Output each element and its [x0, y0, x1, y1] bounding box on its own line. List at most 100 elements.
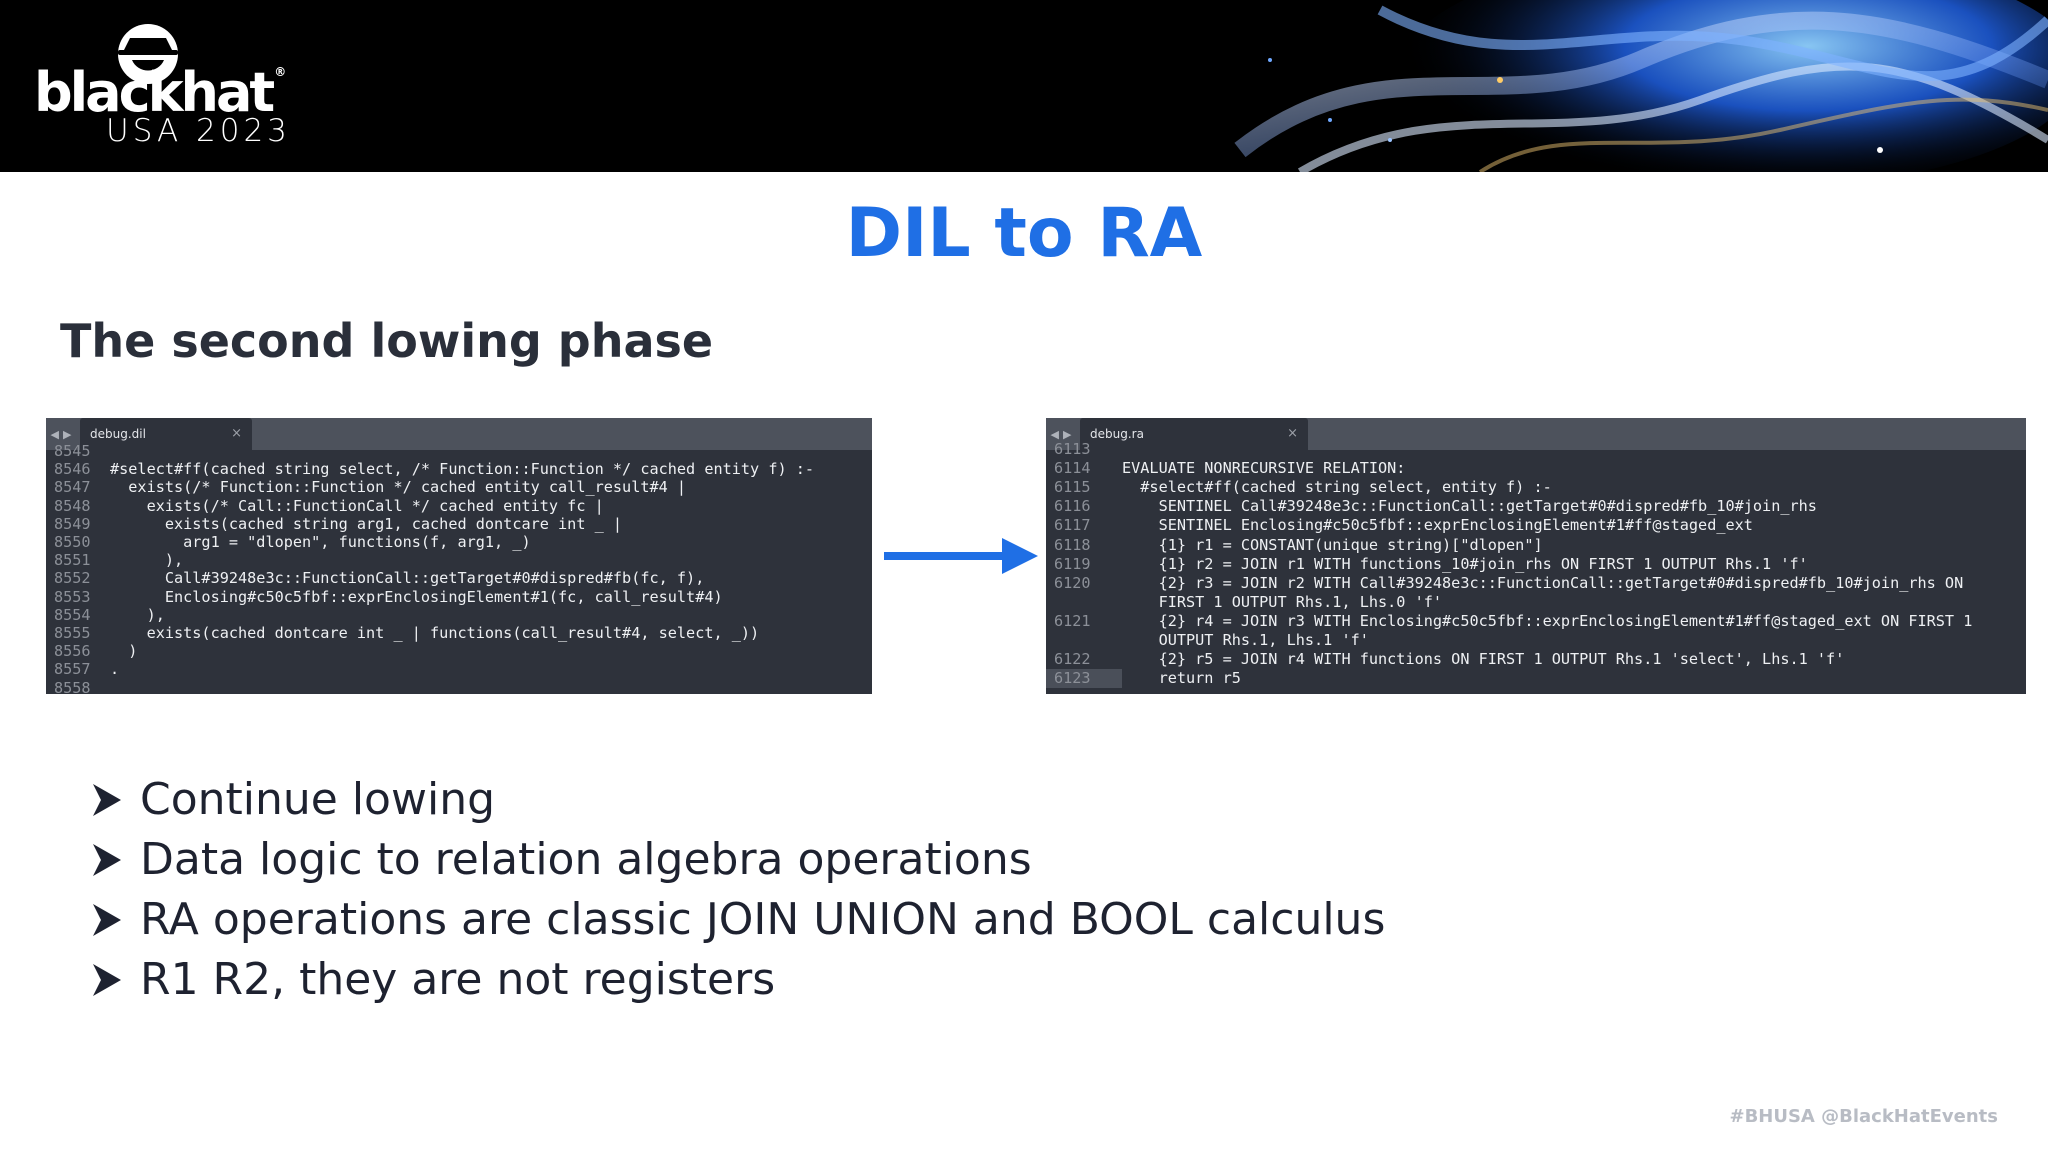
line-number: 8556 [54, 642, 91, 661]
code-line: 8557. [46, 660, 119, 679]
line-number: 6115 [1054, 478, 1091, 497]
code-text: . [110, 660, 120, 679]
bullet-text: R1 R2, they are not registers [140, 954, 776, 1005]
code-line: 8548 exists(/* Call::FunctionCall */ cac… [46, 497, 604, 516]
tab-label: debug.dil [90, 427, 146, 441]
code-line: 8552 Call#39248e3c::FunctionCall::getTar… [46, 569, 704, 588]
nav-right-icon[interactable]: ▶ [1063, 428, 1072, 441]
code-line: 6114 EVALUATE NONRECURSIVE RELATION: [1046, 459, 1405, 478]
code-line: 6123 return r5 [1046, 669, 1241, 689]
line-number: 6121 [1054, 611, 1091, 630]
code-line: 6117 SENTINEL Enclosing#c50c5fbf::exprEn… [1046, 516, 1753, 535]
tab-nav-arrows[interactable]: ◀▶ [1046, 424, 1076, 444]
logo-event: USA 2023 [106, 113, 291, 149]
code-text: ) [110, 642, 138, 661]
line-number: 8548 [54, 496, 91, 515]
code-text: OUTPUT Rhs.1, Lhs.1 'f' [1122, 631, 1369, 649]
abstract-smoke-art [1180, 0, 2048, 172]
close-icon[interactable]: × [1287, 426, 1298, 441]
nav-left-icon[interactable]: ◀ [1050, 428, 1059, 441]
line-number: 8554 [54, 605, 91, 624]
line-number: 8545 [54, 442, 91, 460]
code-line: 6119 {1} r2 = JOIN r1 WITH functions_10#… [1046, 555, 1808, 574]
line-number: 8557 [54, 660, 91, 679]
code-text: exists(cached string arg1, cached dontca… [110, 514, 623, 533]
line-number: 6118 [1054, 535, 1091, 554]
line-number: 8547 [54, 478, 91, 497]
code-line: 6113 [1046, 440, 1122, 459]
slide-subtitle: The second lowing phase [60, 314, 714, 368]
code-text: Enclosing#c50c5fbf::exprEnclosingElement… [110, 587, 723, 606]
hat-figure-icon [118, 24, 178, 84]
line-number: 8551 [54, 551, 91, 570]
line-number: 8553 [54, 587, 91, 606]
line-number: 8558 [54, 678, 91, 694]
line-number: 8550 [54, 533, 91, 551]
code-text: ), [110, 605, 165, 624]
arrowhead-bullet-icon [93, 844, 121, 876]
line-number: 6119 [1054, 554, 1091, 573]
code-line: 8553 Enclosing#c50c5fbf::exprEnclosingEl… [46, 588, 723, 607]
tab-nav-arrows[interactable]: ◀▶ [46, 424, 76, 444]
code-text: SENTINEL Call#39248e3c::FunctionCall::ge… [1122, 497, 1817, 516]
code-text: {1} r2 = JOIN r1 WITH functions_10#join_… [1122, 554, 1808, 573]
code-line: 8545 [46, 442, 110, 461]
line-number: 6116 [1054, 497, 1091, 516]
code-text: arg1 = "dlopen", functions(f, arg1, _) [110, 533, 531, 551]
tab-debug-ra[interactable]: debug.ra × [1080, 418, 1308, 450]
code-line: 8549 exists(cached string arg1, cached d… [46, 515, 622, 534]
code-text: {2} r5 = JOIN r4 WITH functions ON FIRST… [1122, 650, 1845, 669]
code-line: FIRST 1 OUTPUT Rhs.1, Lhs.0 'f' [1046, 593, 1442, 612]
code-line: OUTPUT Rhs.1, Lhs.1 'f' [1046, 631, 1369, 650]
line-number [1046, 593, 1122, 612]
code-line: 8546 #select#ff(cached string select, /* … [46, 460, 814, 479]
line-number: 8555 [54, 624, 91, 642]
code-line: 6121 {2} r4 = JOIN r3 WITH Enclosing#c50… [1046, 612, 1972, 631]
line-number: 8546 [54, 460, 91, 479]
code-line: 6120 {2} r3 = JOIN r2 WITH Call#39248e3c… [1046, 574, 1963, 593]
code-text: {2} r3 = JOIN r2 WITH Call#39248e3c::Fun… [1122, 573, 1964, 592]
bullet-text: Data logic to relation algebra operation… [140, 834, 1032, 885]
right-arrow-icon [884, 538, 1038, 574]
code-line: 6118 {1} r1 = CONSTANT(unique string)["d… [1046, 536, 1543, 555]
bullet-list: Continue lowing Data logic to relation a… [78, 770, 1385, 1010]
code-text: exists(/* Function::Function */ cached e… [110, 478, 687, 497]
bullet-item: Continue lowing [78, 770, 1385, 830]
bullet-text: Continue lowing [140, 774, 496, 825]
code-line: 8556 ) [46, 642, 137, 661]
line-number: 8549 [54, 514, 91, 533]
bullet-item: Data logic to relation algebra operation… [78, 830, 1385, 890]
code-text: FIRST 1 OUTPUT Rhs.1, Lhs.0 'f' [1122, 592, 1443, 611]
tab-debug-dil[interactable]: debug.dil × [80, 418, 252, 450]
footer-hashtags: #BHUSA @BlackHatEvents [1729, 1106, 1998, 1127]
code-line: 8550 arg1 = "dlopen", functions(f, arg1,… [46, 533, 531, 552]
code-line: 6116 SENTINEL Call#39248e3c::FunctionCal… [1046, 497, 1817, 516]
code-line: 6115 #select#ff(cached string select, en… [1046, 478, 1552, 497]
editor-tab-bar: ◀▶ debug.ra × [1046, 418, 2026, 450]
line-number: 6117 [1054, 516, 1091, 535]
line-number: 6120 [1054, 573, 1091, 592]
line-number: 6123 [1046, 669, 1122, 689]
line-number: 6122 [1054, 650, 1091, 669]
arrowhead-bullet-icon [93, 784, 121, 816]
header-banner: blackhat® USA 2023 [0, 0, 2048, 172]
code-text: return r5 [1122, 669, 1241, 688]
close-icon[interactable]: × [231, 426, 242, 441]
code-text: SENTINEL Enclosing#c50c5fbf::exprEnclosi… [1122, 516, 1753, 535]
code-text: exists(/* Call::FunctionCall */ cached e… [110, 496, 604, 515]
nav-left-icon[interactable]: ◀ [50, 428, 59, 441]
arrowhead-bullet-icon [93, 904, 121, 936]
code-text: EVALUATE NONRECURSIVE RELATION: [1122, 459, 1406, 478]
arrowhead-bullet-icon [93, 964, 121, 996]
logo-wordmark: blackhat® [34, 61, 287, 124]
code-text: #select#ff(cached string select, /* Func… [110, 460, 815, 479]
line-number: 6114 [1054, 459, 1091, 478]
nav-right-icon[interactable]: ▶ [63, 428, 72, 441]
code-text: ), [110, 551, 184, 570]
editor-tab-bar: ◀▶ debug.dil × [46, 418, 872, 450]
bullet-item: RA operations are classic JOIN UNION and… [78, 890, 1385, 950]
